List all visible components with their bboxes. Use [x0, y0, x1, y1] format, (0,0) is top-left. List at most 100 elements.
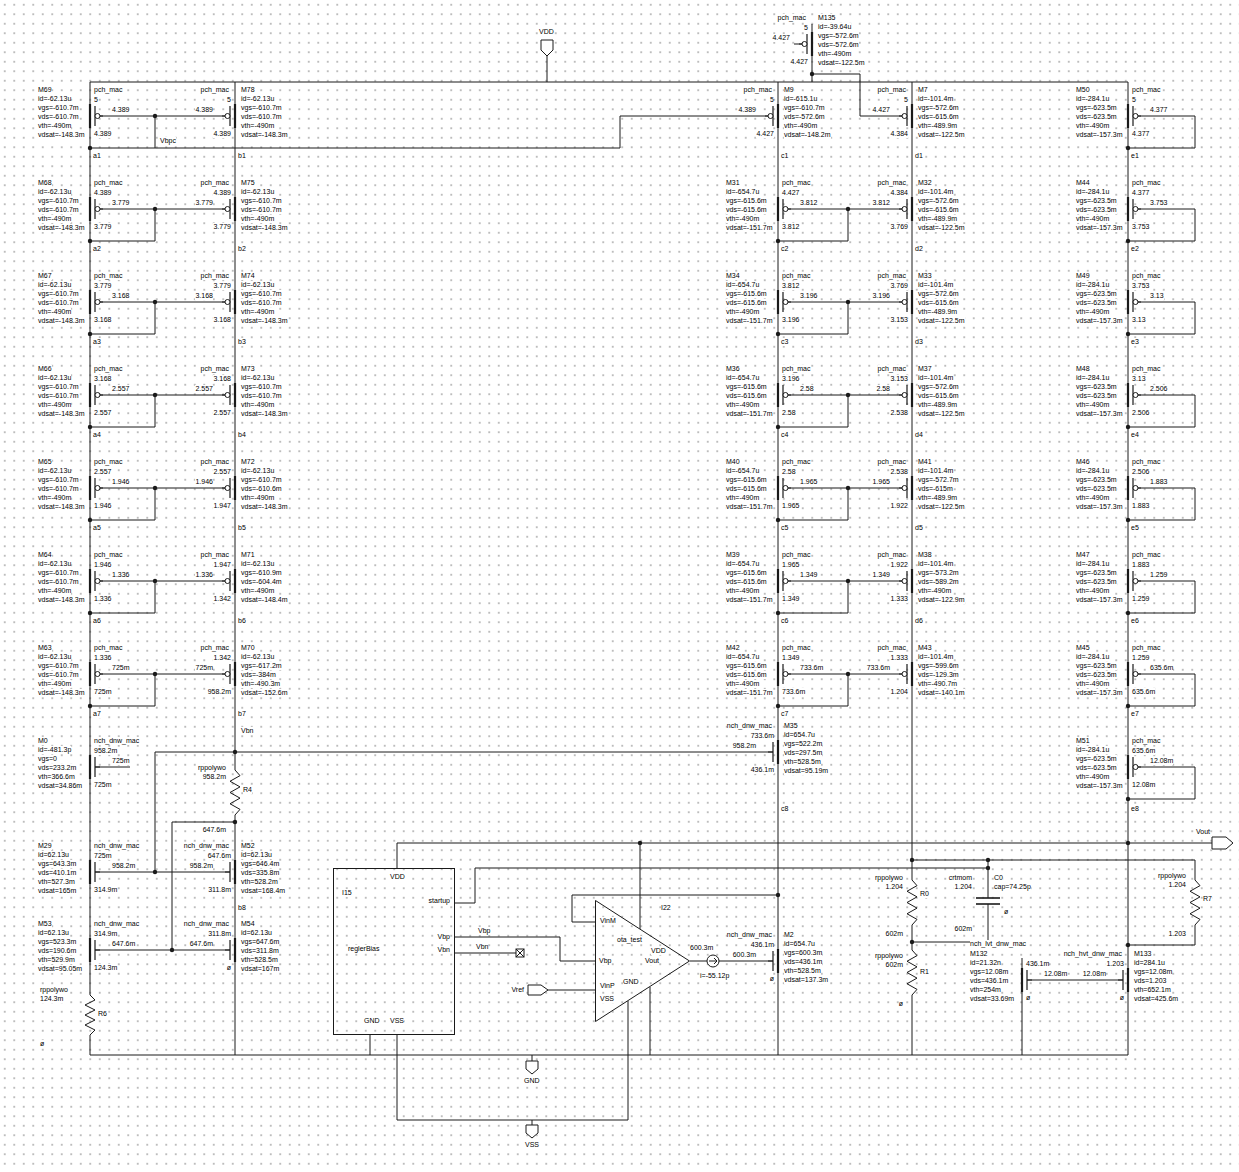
device-name: M40 — [726, 458, 740, 466]
pin-name: VinP — [600, 982, 615, 990]
operating-point: vgs=0 — [38, 755, 57, 763]
wire — [899, 116, 902, 117]
device-name: M70 — [241, 644, 255, 652]
operating-point: vdsat=-151.7m — [726, 596, 773, 604]
node-voltage: 4.389 — [94, 189, 112, 197]
transistor-channel — [234, 383, 236, 407]
node-voltage: 436.1m — [1026, 960, 1049, 968]
gate-bubble — [95, 672, 100, 677]
net-name: c2 — [781, 245, 788, 253]
model-name: nch_dnw_mac — [727, 931, 772, 939]
operating-point: vdsat=-148.3m — [241, 131, 288, 139]
net-label: 600.3m — [690, 944, 713, 952]
operating-point: vdsat=-140.1m — [918, 689, 965, 697]
gate-bubble — [95, 486, 100, 491]
operating-point: vds=-623.5m — [1076, 764, 1117, 772]
wire — [907, 950, 917, 995]
operating-point: vth=528.2m — [241, 878, 278, 886]
instance-name: I15 — [342, 889, 352, 897]
gate-bubble — [802, 42, 807, 47]
wire — [532, 1120, 533, 1125]
net-label: R6 — [98, 1010, 107, 1018]
wire — [899, 395, 902, 396]
transistor-channel — [1127, 383, 1129, 407]
wire — [222, 209, 225, 210]
node-voltage: 3.13 — [1150, 292, 1164, 300]
junction-dot — [776, 893, 780, 897]
junction-dot — [88, 611, 92, 615]
operating-point: id=654.7u — [784, 940, 815, 948]
node-voltage: 311.8m — [208, 930, 231, 938]
gate-bubble — [902, 486, 907, 491]
operating-point: vth=-490m — [726, 215, 759, 223]
transistor-channel — [1127, 662, 1129, 686]
transistor-channel — [811, 32, 813, 56]
model-name: pch_mac — [878, 551, 906, 559]
wire — [100, 488, 225, 489]
junction-dot — [846, 672, 850, 676]
operating-point: vds=-610.6m — [241, 485, 282, 493]
wire — [765, 116, 768, 117]
pin-symbol — [1212, 837, 1233, 849]
operating-point: vds=297.5m — [784, 749, 822, 757]
wire — [397, 1035, 398, 1120]
operating-point: vth=-490.7m — [918, 680, 957, 688]
net-label: 958.2m — [203, 773, 226, 781]
device-name: M64 — [38, 551, 52, 559]
net-label: VDD — [539, 28, 554, 36]
junction-dot — [776, 611, 780, 615]
model-name: pch_mac — [1132, 737, 1160, 745]
net-label: C0 — [994, 874, 1003, 882]
wire — [1128, 488, 1195, 520]
pin-name: VSS — [600, 995, 614, 1003]
gate-bubble — [783, 393, 788, 398]
net-label: 1.204 — [954, 883, 972, 891]
operating-point: vgs=-572.6m — [918, 290, 959, 298]
node-voltage: 2.58 — [782, 409, 796, 417]
transistor-channel — [89, 197, 91, 221]
gate-bubble — [1133, 486, 1138, 491]
operating-point: vds=-623.5m — [1076, 206, 1117, 214]
device-name: M69 — [38, 86, 52, 94]
device-name: M9 — [784, 86, 794, 94]
operating-point: id=-654.7u — [726, 374, 759, 382]
operating-point: vth=-489.9m — [918, 308, 957, 316]
junction-dot — [846, 300, 850, 304]
model-name: nch_dnw_mac — [94, 842, 139, 850]
node-voltage: 1.947 — [213, 561, 231, 569]
model-name: pch_mac — [201, 86, 229, 94]
node-voltage: 958.2m — [208, 688, 231, 696]
net-name: e4 — [1131, 431, 1139, 439]
wire — [1138, 395, 1141, 396]
wire — [788, 209, 902, 210]
transistor-channel — [911, 662, 913, 686]
wire — [90, 302, 155, 334]
operating-point: vgs=12.08m — [970, 968, 1008, 976]
operating-point: vds=-572.6m — [784, 113, 825, 121]
junction-dot — [846, 207, 850, 211]
operating-point: vdsat=33.69m — [970, 995, 1014, 1003]
wire — [100, 302, 103, 303]
net-name: e1 — [1131, 152, 1139, 160]
node-voltage: 3.753 — [1150, 199, 1168, 207]
wire — [812, 74, 902, 116]
wire — [1138, 674, 1141, 675]
gate-bubble — [902, 207, 907, 212]
node-voltage: 1.336 — [94, 595, 112, 603]
wire — [788, 209, 791, 210]
operating-point: vgs=-572.6m — [918, 104, 959, 112]
operating-point: vdsat=425.6m — [1134, 995, 1178, 1003]
operating-point: id=-62.13u — [38, 653, 71, 661]
operating-point: vgs=-615.6m — [726, 290, 767, 298]
transistor-channel — [234, 938, 236, 962]
wire — [1138, 488, 1141, 489]
wire — [778, 395, 848, 427]
operating-point: vth=-490m — [726, 587, 759, 595]
operating-point: id=-654.7u — [726, 560, 759, 568]
device-name: M35 — [784, 722, 798, 730]
model-name: pch_mac — [94, 179, 122, 187]
net-name: e3 — [1131, 338, 1139, 346]
net-name: d5 — [915, 524, 923, 532]
wire — [95, 872, 100, 873]
